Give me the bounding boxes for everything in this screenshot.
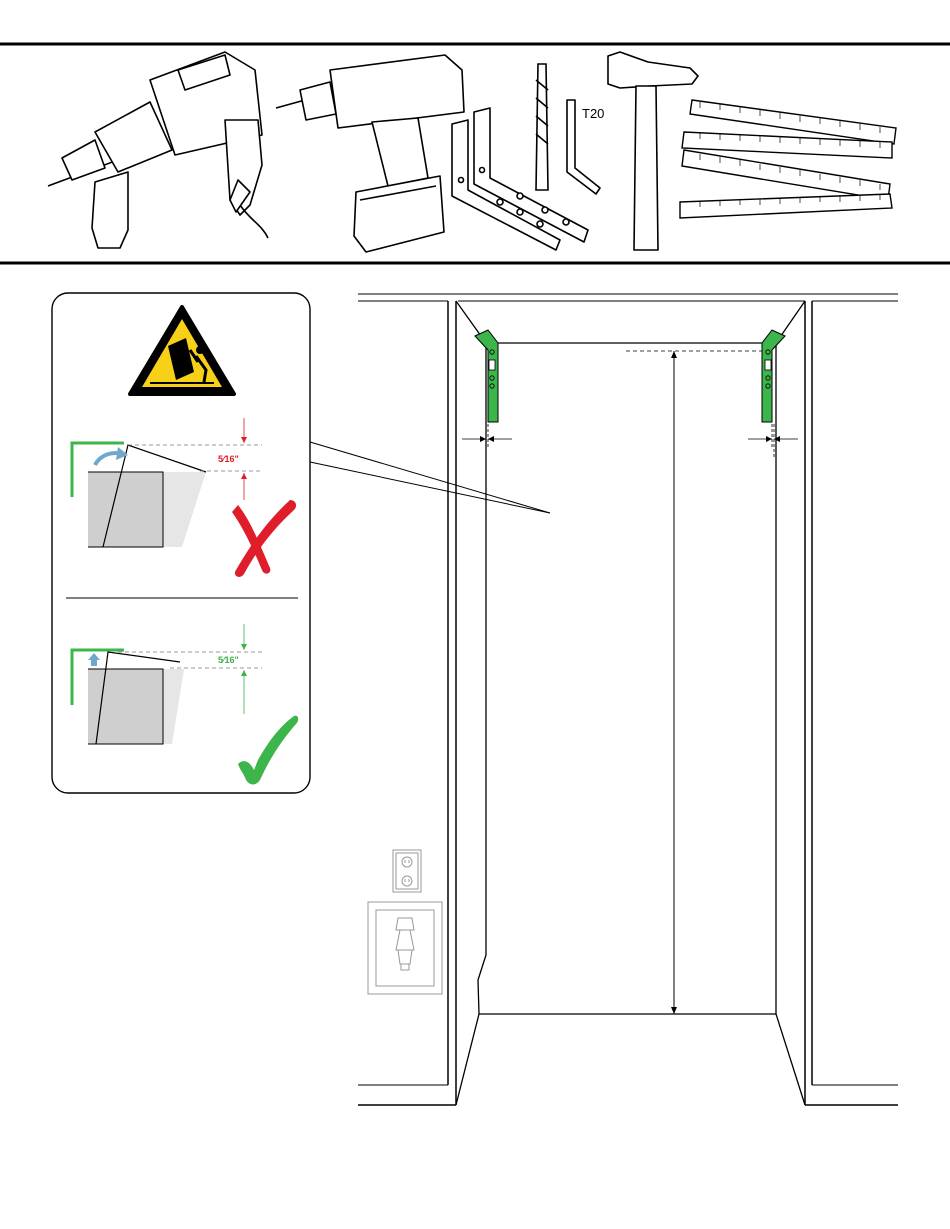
torx-size-label: T20: [582, 106, 604, 121]
warning-panel: 5⁄16" 5⁄16": [52, 293, 310, 793]
masonry-bit-icon: [536, 64, 548, 190]
callout-pointer: [310, 442, 550, 513]
left-mounting-bracket: [462, 330, 512, 458]
folding-ruler-icon: [680, 100, 896, 218]
right-gap-label: 5⁄16": [218, 655, 239, 665]
height-dimension: [626, 351, 766, 1014]
right-mounting-bracket: [748, 330, 798, 458]
water-valve-icon: [368, 902, 442, 994]
wrong-gap-label: 5⁄16": [218, 454, 239, 464]
wall-outlet-icon: [393, 850, 421, 892]
hammer-drill-icon: [48, 52, 268, 248]
cordless-drill-icon: [276, 55, 464, 252]
tools-strip: T20: [0, 44, 950, 263]
cabinet-niche: [358, 294, 898, 1105]
